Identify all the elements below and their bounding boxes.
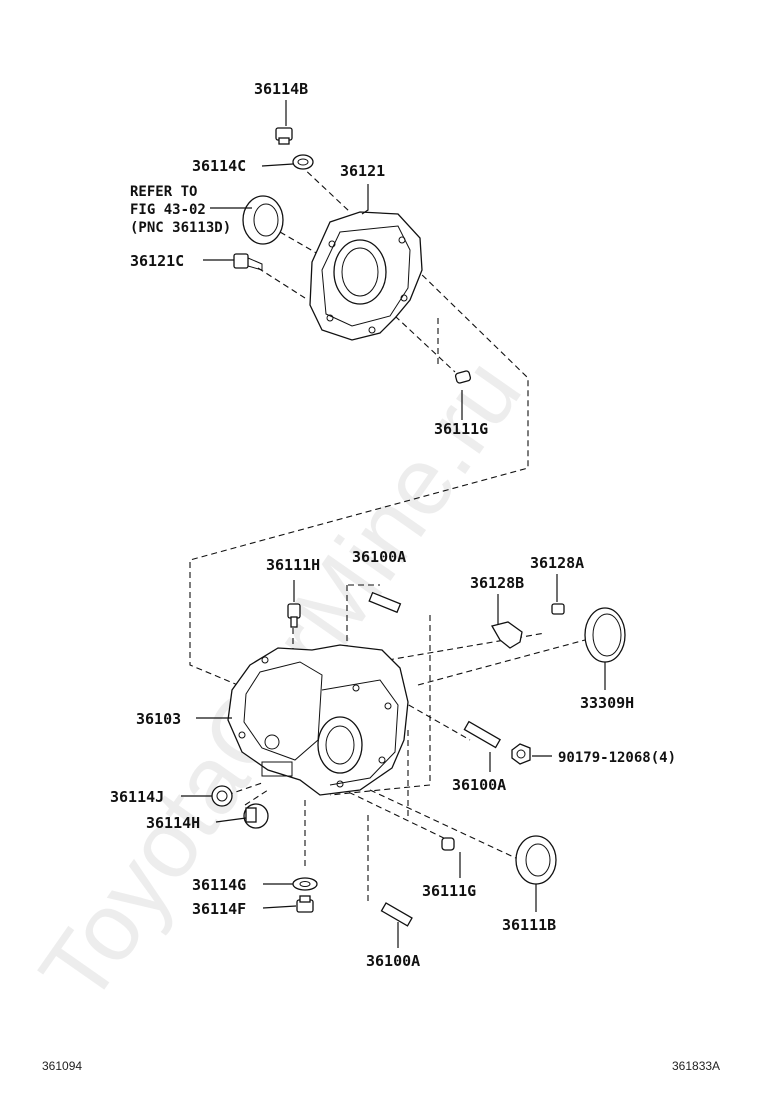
label-33309H[interactable]: 33309H xyxy=(580,694,634,712)
plug-36114B[interactable] xyxy=(275,127,293,145)
stud-36100A-top[interactable] xyxy=(368,591,402,614)
refer-line-3[interactable]: (PNC 36113D) xyxy=(130,220,231,236)
assembly-lines xyxy=(189,164,586,905)
label-36114H[interactable]: 36114H xyxy=(146,814,200,832)
ring-33309H[interactable] xyxy=(584,607,626,663)
switch-36111H[interactable] xyxy=(287,603,301,628)
label-36111G-top[interactable]: 36111G xyxy=(434,420,488,438)
leader-lines xyxy=(181,100,606,948)
label-36114B[interactable]: 36114B xyxy=(254,80,308,98)
dowel-pin-36111G-bottom[interactable] xyxy=(441,837,455,851)
stud-36100A-bottom[interactable] xyxy=(380,902,413,927)
label-36111G-bottom[interactable]: 36111G xyxy=(422,882,476,900)
label-36114F[interactable]: 36114F xyxy=(192,900,246,918)
bracket-36128B[interactable] xyxy=(491,621,523,649)
dowel-pin-36111G-top[interactable] xyxy=(454,370,472,384)
transfer-case-36103[interactable] xyxy=(227,644,409,796)
nut-90179-12068[interactable] xyxy=(511,743,531,765)
footer-right-code: 361833A xyxy=(672,1059,720,1073)
label-36114C[interactable]: 36114C xyxy=(192,157,246,175)
label-36121[interactable]: 36121 xyxy=(340,162,385,180)
oil-seal-36113D[interactable] xyxy=(242,195,284,245)
gasket-36114C[interactable] xyxy=(292,154,314,170)
label-36128B[interactable]: 36128B xyxy=(470,574,524,592)
label-36111B[interactable]: 36111B xyxy=(502,916,556,934)
gasket-36114J[interactable] xyxy=(211,785,233,807)
bolt-36128A[interactable] xyxy=(551,603,565,615)
label-36114J[interactable]: 36114J xyxy=(110,788,164,806)
plug-36114H[interactable] xyxy=(243,803,269,829)
label-36103[interactable]: 36103 xyxy=(136,710,181,728)
label-36121C[interactable]: 36121C xyxy=(130,252,184,270)
stud-36100A-mid[interactable] xyxy=(463,720,501,749)
label-36100A-mid[interactable]: 36100A xyxy=(452,776,506,794)
refer-line-1: REFER TO xyxy=(130,184,197,200)
gasket-36114G[interactable] xyxy=(292,877,318,891)
label-36111H[interactable]: 36111H xyxy=(266,556,320,574)
refer-line-2: FIG 43-02 xyxy=(130,202,206,218)
label-36128A[interactable]: 36128A xyxy=(530,554,584,572)
bolt-36121C[interactable] xyxy=(233,253,263,271)
part-labels: 36114B 36114C 36121 REFER TO FIG 43-02 (… xyxy=(110,80,676,970)
label-90179-12068[interactable]: 90179-12068(4) xyxy=(558,750,676,766)
plug-36114F[interactable] xyxy=(296,895,314,913)
label-36100A-top[interactable]: 36100A xyxy=(352,548,406,566)
label-36100A-bottom[interactable]: 36100A xyxy=(366,952,420,970)
footer-left-code: 361094 xyxy=(42,1059,82,1073)
oil-seal-36111B[interactable] xyxy=(515,835,557,885)
label-36114G[interactable]: 36114G xyxy=(192,876,246,894)
extension-housing-36121[interactable] xyxy=(309,211,423,341)
